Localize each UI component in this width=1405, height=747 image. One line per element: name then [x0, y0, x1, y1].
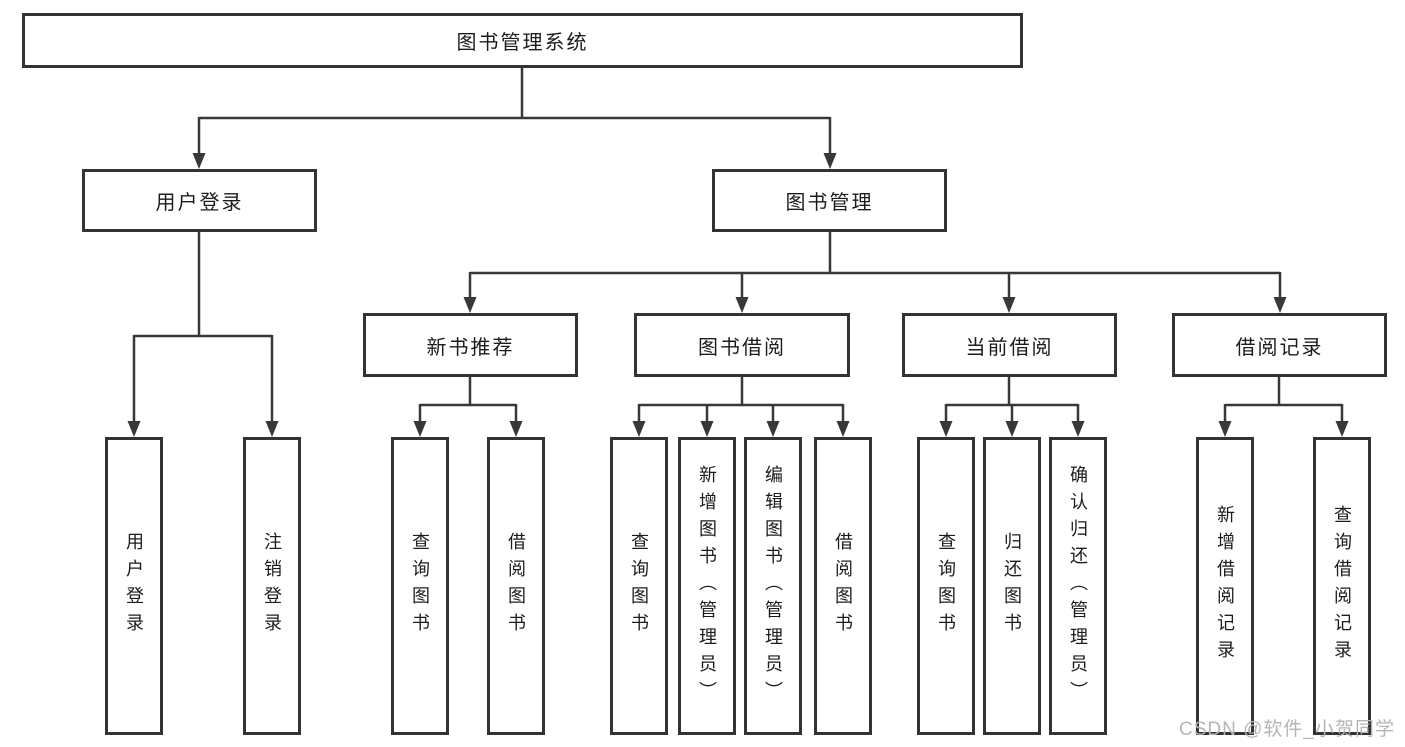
node-label: 借阅图书	[833, 532, 853, 640]
node-book-management: 图书管理	[712, 169, 947, 232]
node-new-book-recommendation: 新书推荐	[363, 313, 578, 377]
leaf-user-login: 用户登录	[105, 437, 163, 735]
node-label: 图书管理系统	[456, 32, 589, 54]
leaf-add-books-admin: 新增图书（管理员）	[678, 437, 736, 735]
leaf-confirm-return-admin: 确认归还（管理员）	[1049, 437, 1107, 735]
node-label: 当前借阅	[965, 336, 1054, 359]
leaf-borrow-books-recommend: 借阅图书	[487, 437, 545, 735]
node-book-borrowing: 图书借阅	[634, 313, 850, 377]
leaf-add-borrow-record: 新增借阅记录	[1196, 437, 1254, 735]
watermark: CSDN @软件_小贺同学	[1179, 719, 1395, 740]
node-label: 确认归还（管理员）	[1068, 464, 1088, 708]
node-label: 查询图书	[629, 532, 649, 640]
node-label: 借阅记录	[1235, 336, 1324, 359]
node-label: 用户登录	[155, 192, 244, 214]
node-label: 用户登录	[124, 532, 144, 640]
leaf-query-books-current: 查询图书	[917, 437, 975, 735]
node-current-borrowing: 当前借阅	[902, 313, 1117, 377]
node-label: 查询借阅记录	[1332, 505, 1352, 667]
node-user-login: 用户登录	[82, 169, 317, 232]
node-borrowing-records: 借阅记录	[1172, 313, 1387, 377]
node-label: 归还图书	[1002, 532, 1022, 640]
node-label: 查询图书	[410, 532, 430, 640]
node-label: 新书推荐	[426, 336, 515, 359]
node-label: 查询图书	[936, 532, 956, 640]
node-label: 新增图书（管理员）	[697, 464, 717, 708]
node-label: 新增借阅记录	[1215, 505, 1235, 667]
node-label: 编辑图书（管理员）	[763, 464, 783, 708]
leaf-query-books-borrowing: 查询图书	[610, 437, 668, 735]
leaf-query-borrow-record: 查询借阅记录	[1313, 437, 1371, 735]
node-label: 图书管理	[785, 192, 874, 214]
node-label: 借阅图书	[506, 532, 526, 640]
leaf-borrow-books: 借阅图书	[814, 437, 872, 735]
node-label: 注销登录	[262, 532, 282, 640]
node-library-system: 图书管理系统	[22, 13, 1023, 68]
leaf-logout: 注销登录	[243, 437, 301, 735]
leaf-return-books: 归还图书	[983, 437, 1041, 735]
leaf-query-books-recommend: 查询图书	[391, 437, 449, 735]
node-label: 图书借阅	[698, 336, 786, 359]
leaf-edit-books-admin: 编辑图书（管理员）	[744, 437, 802, 735]
